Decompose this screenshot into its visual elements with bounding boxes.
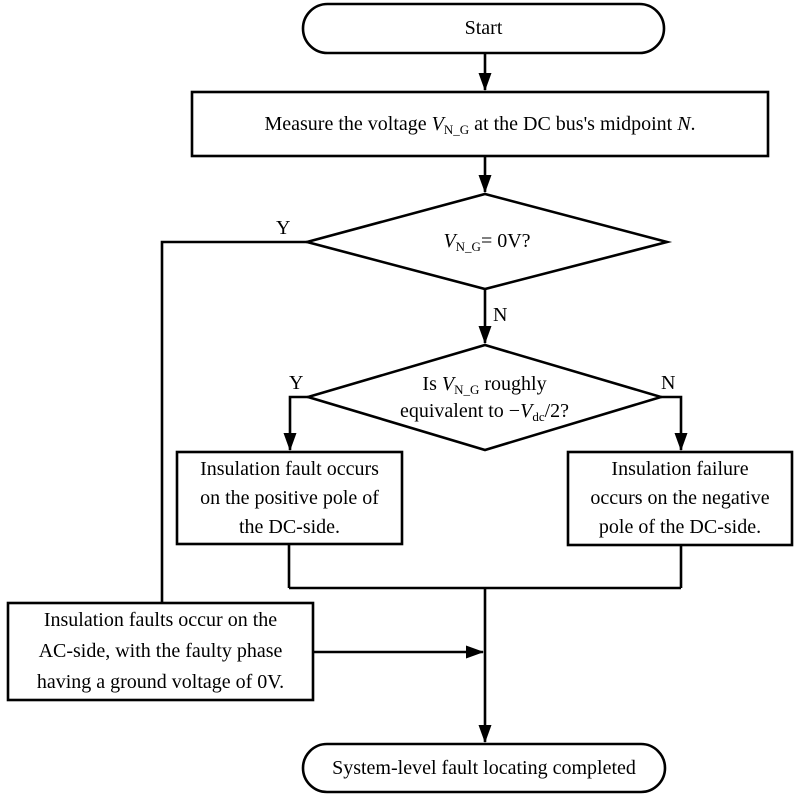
decision1-var-v: V (443, 230, 456, 252)
measure-text-end: . (690, 112, 696, 135)
decision2-var-subscript: N_G (454, 381, 480, 397)
start-terminator-shape (301, 2, 666, 55)
end-node: System-level fault locating completed (303, 744, 665, 792)
ac-side-node: Insulation faults occur on the AC-side, … (8, 603, 313, 700)
dc-positive-box-shape (175, 450, 404, 546)
measure-var-n: N (677, 112, 691, 135)
decision-vng-zero-node: VN_G= 0V? (307, 194, 667, 289)
decision2-text-pre: Is (422, 372, 442, 395)
measure-label: Measure the voltage VN_G at the DC bus's… (264, 111, 695, 138)
decision1-no-label: N (493, 304, 508, 326)
dc-positive-line1: Insulation fault occurs (200, 457, 379, 480)
decision-vng-half-shape (303, 343, 666, 452)
ac-side-line1: Insulation faults occur on the (43, 609, 278, 631)
dc-positive-line2: on the positive pole of (200, 486, 379, 509)
ac-side-line3: having a ground voltage of 0V. (36, 671, 285, 693)
decision1-yes-label: Y (276, 217, 291, 239)
decision2-text-post: roughly (479, 372, 547, 395)
decision2-var-vdc-subscript: dc (532, 408, 545, 424)
measure-process-shape (190, 90, 770, 158)
decision2-text2-pre: equivalent to − (399, 399, 521, 422)
decision-vng-half-node: Is VN_G roughly equivalent to −Vdc/2? (308, 345, 661, 450)
dc-positive-line3: the DC-side. (238, 515, 341, 538)
decision2-text2-post: /2? (544, 399, 570, 422)
dc-negative-box-shape (566, 450, 794, 547)
dc-negative-line3: pole of the DC-side. (598, 516, 762, 538)
arrow-decision2-yes-to-positive-box (283, 395, 308, 451)
ac-side-box-shape (6, 601, 315, 702)
dc-positive-node: Insulation fault occurs on the positive … (177, 452, 402, 544)
measure-node: Measure the voltage VN_G at the DC bus's… (192, 92, 768, 156)
decision2-var-vdc: V (520, 399, 533, 422)
decision-vng-zero-label: VN_G= 0V? (443, 228, 530, 255)
arrow-decision2-no-to-negative-box (661, 395, 688, 451)
decision2-no-label: N (661, 372, 676, 394)
decision2-yes-label: Y (289, 372, 304, 394)
measure-text-mid: at the DC bus's midpoint (469, 112, 678, 135)
decision2-line2: equivalent to −Vdc/2? (400, 398, 569, 425)
end-terminator-shape (301, 742, 667, 794)
decision1-text: = 0V? (480, 230, 531, 252)
ac-side-line2: AC-side, with the faulty phase (38, 640, 283, 662)
measure-text-pre: Measure the voltage (264, 112, 432, 135)
dc-negative-line1: Insulation failure (611, 458, 749, 480)
decision2-line1: Is VN_G roughly (422, 371, 546, 398)
measure-var-subscript: N_G (443, 121, 470, 137)
start-label: Start (464, 17, 503, 39)
decision1-var-subscript: N_G (455, 239, 481, 254)
dc-negative-line2: occurs on the negative (590, 487, 770, 509)
decision2-var-v: V (441, 372, 455, 395)
measure-var-v: V (431, 112, 444, 135)
wire-decision1-yes-to-ac-box (160, 240, 307, 602)
start-node: Start (303, 4, 664, 53)
dc-negative-node: Insulation failure occurs on the negativ… (568, 452, 792, 545)
end-label: System-level fault locating completed (332, 756, 636, 779)
